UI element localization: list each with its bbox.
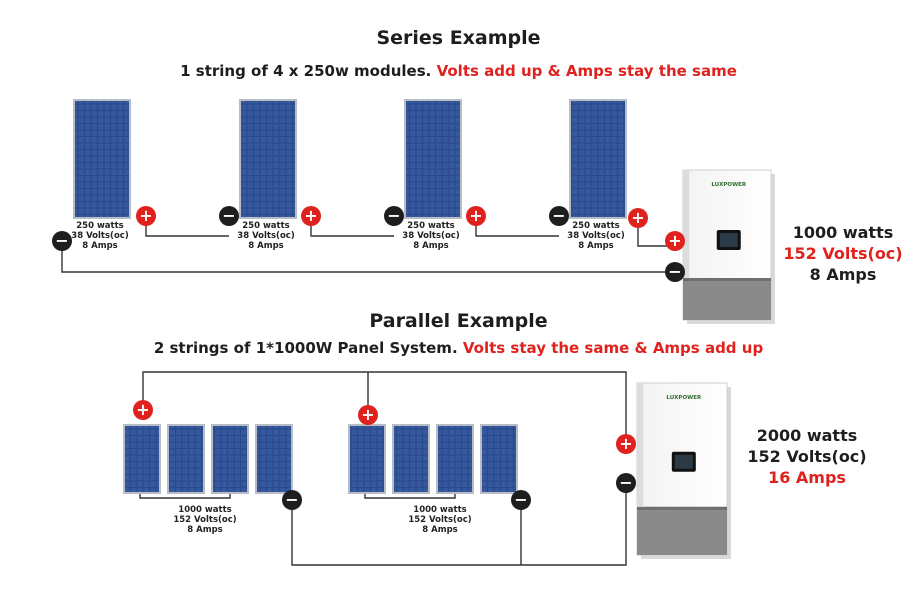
solar-panel — [255, 424, 293, 494]
parallel-title: Parallel Example — [369, 310, 548, 332]
wire — [291, 483, 627, 566]
solar-panel — [348, 424, 386, 494]
minus-terminal-icon: − — [511, 490, 531, 510]
solar-panel — [480, 424, 518, 494]
series-subtitle: 1 string of 4 x 250w modules. Volts add … — [0, 62, 917, 80]
plus-terminal-icon: + — [665, 231, 685, 251]
wire — [61, 241, 675, 273]
brand-logo: LUXPOWER — [711, 182, 747, 188]
plus-terminal-icon: + — [628, 208, 648, 228]
svg-text:+: + — [139, 206, 152, 225]
parallel-subtitle: 2 strings of 1*1000W Panel System. Volts… — [0, 339, 917, 357]
plus-terminal-icon: + — [133, 400, 153, 420]
inverter: LUXPOWER — [682, 169, 775, 324]
wire — [475, 218, 559, 237]
minus-terminal-icon: − — [665, 262, 685, 282]
series-subtitle-main: 1 string of 4 x 250w modules. — [180, 62, 432, 80]
series-total-volts: 152 Volts(oc) — [783, 244, 903, 263]
solar-panel — [392, 424, 430, 494]
series-subtitle-highlight: Volts add up & Amps stay the same — [436, 62, 737, 80]
wires — [61, 218, 675, 566]
parallel-total-spec: 2000 watts 152 Volts(oc) 16 Amps — [742, 425, 872, 488]
series-total-amps: 8 Amps — [809, 265, 877, 284]
solar-panel — [436, 424, 474, 494]
plus-terminal-icon: + — [466, 206, 486, 226]
wire — [142, 371, 627, 444]
plus-terminal-icon: + — [301, 206, 321, 226]
inverter: LUXPOWER — [636, 382, 731, 559]
minus-terminal-icon: − — [282, 490, 302, 510]
solar-panel — [123, 424, 161, 494]
svg-text:−: − — [285, 490, 298, 509]
solar-panel — [211, 424, 249, 494]
parallel-total-volts: 152 Volts(oc) — [747, 447, 867, 466]
parallel-total-amps: 16 Amps — [768, 468, 846, 487]
minus-terminal-icon: − — [219, 206, 239, 226]
series-total-watts: 1000 watts — [792, 223, 894, 242]
plus-terminal-icon: + — [358, 405, 378, 425]
wire — [364, 493, 456, 499]
parallel-subtitle-main: 2 strings of 1*1000W Panel System. — [153, 339, 458, 357]
svg-text:+: + — [136, 400, 149, 419]
parallel-total-watts: 2000 watts — [756, 426, 858, 445]
minus-terminal-icon: − — [52, 231, 72, 251]
svg-text:+: + — [668, 231, 681, 250]
solar-panel — [569, 99, 627, 219]
parallel-subtitle-highlight: Volts stay the same & Amps add up — [462, 339, 764, 357]
svg-text:−: − — [514, 490, 527, 509]
solar-panels — [73, 99, 627, 494]
svg-text:+: + — [304, 206, 317, 225]
svg-text:−: − — [619, 473, 632, 492]
brand-logo: LUXPOWER — [666, 395, 702, 401]
svg-text:+: + — [361, 405, 374, 424]
svg-text:−: − — [387, 206, 400, 225]
minus-terminal-icon: − — [549, 206, 569, 226]
solar-panel — [73, 99, 131, 219]
solar-panel — [239, 99, 297, 219]
minus-terminal-icon: − — [384, 206, 404, 226]
solar-panel — [404, 99, 462, 219]
svg-text:+: + — [631, 208, 644, 227]
svg-text:+: + — [619, 434, 632, 453]
plus-terminal-icon: + — [616, 434, 636, 454]
terminals: + − + − + − + − + − + + − − + − — [52, 206, 685, 510]
series-title: Series Example — [376, 27, 541, 49]
plus-terminal-icon: + — [136, 206, 156, 226]
wire — [139, 493, 231, 499]
svg-text:−: − — [55, 231, 68, 250]
wire — [145, 218, 229, 237]
solar-panel — [167, 424, 205, 494]
series-total-spec: 1000 watts 152 Volts(oc) 8 Amps — [778, 222, 908, 285]
minus-terminal-icon: − — [616, 473, 636, 493]
svg-text:+: + — [469, 206, 482, 225]
svg-text:−: − — [222, 206, 235, 225]
wire — [310, 218, 394, 237]
svg-text:−: − — [668, 262, 681, 281]
inverters: LUXPOWER LUXPOWER — [636, 169, 775, 559]
svg-text:−: − — [552, 206, 565, 225]
